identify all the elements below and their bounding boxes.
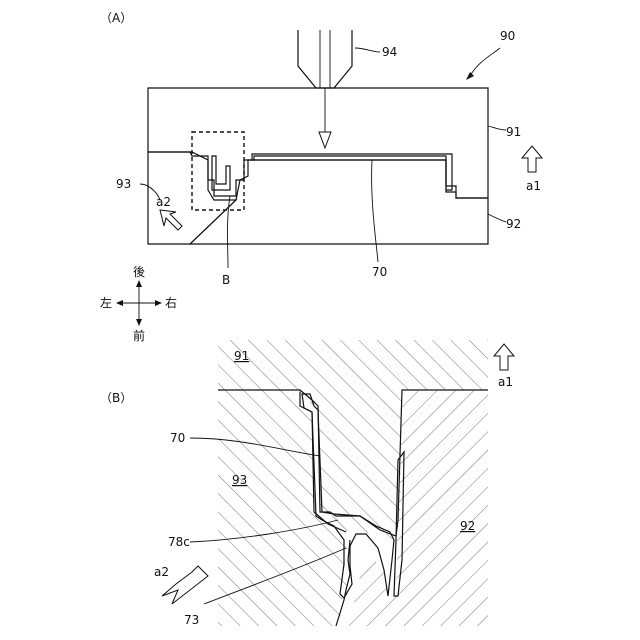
a1-arrow-icon xyxy=(522,146,542,172)
leader-91 xyxy=(488,126,506,130)
ref-92-detail: 92 xyxy=(460,519,475,533)
ref-70: 70 xyxy=(372,265,387,279)
ref-94: 94 xyxy=(382,45,397,59)
clip-left xyxy=(212,156,230,190)
ref-B: B xyxy=(222,273,230,287)
ref-92: 92 xyxy=(506,217,521,231)
molded-part-70 xyxy=(252,154,452,190)
nozzle-94 xyxy=(298,30,352,148)
leader-70 xyxy=(372,160,378,262)
leader-92 xyxy=(488,214,506,222)
leader-90 xyxy=(470,48,500,76)
compass-right: 右 xyxy=(165,295,177,310)
leader-94 xyxy=(355,48,380,52)
a1-arrow-icon-b xyxy=(494,344,514,370)
ref-93-detail: 93 xyxy=(232,473,247,487)
ref-70-detail: 70 xyxy=(170,431,185,445)
ref-91-detail: 91 xyxy=(234,349,249,363)
ref-78c: 78c xyxy=(168,535,190,549)
ref-73: 73 xyxy=(184,613,199,627)
ref-93: 93 xyxy=(116,177,131,191)
arrow-a1-label-b: a1 xyxy=(498,375,513,389)
direction-compass xyxy=(116,280,162,326)
panel-a-label: （A） xyxy=(100,11,132,25)
arrow-a2-label: a2 xyxy=(156,195,171,209)
a2-arrow-icon xyxy=(160,210,182,230)
arrow-a2-label-b: a2 xyxy=(154,565,169,579)
upper-mold-91 xyxy=(148,88,488,198)
ref-91: 91 xyxy=(506,125,521,139)
panel-b-label: （B） xyxy=(100,391,132,405)
ref-90: 90 xyxy=(500,29,515,43)
compass-left: 左 xyxy=(100,295,112,310)
compass-back: 後 xyxy=(133,265,145,279)
compass-front: 前 xyxy=(133,328,145,343)
arrow-a1-label: a1 xyxy=(526,179,541,193)
